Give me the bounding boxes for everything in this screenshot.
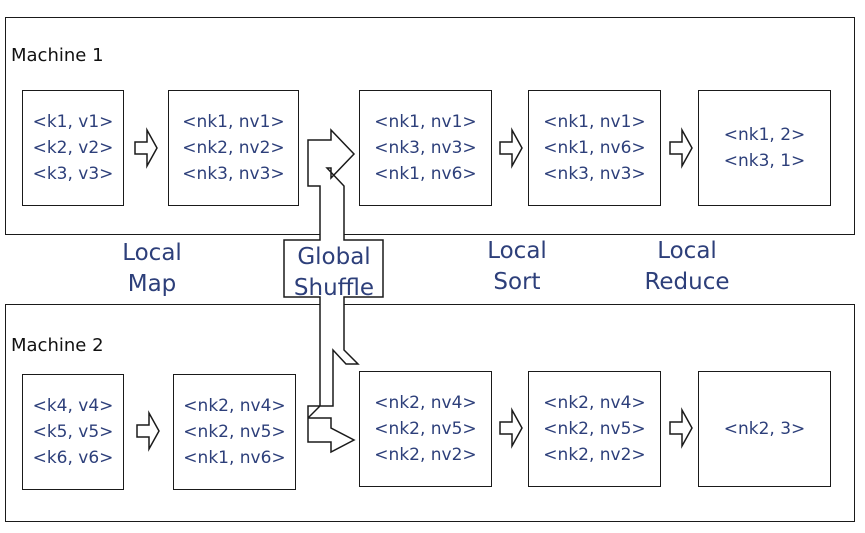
m1-sort-arrow-icon [499, 127, 523, 169]
kv-pair: <nk1, nv1> [374, 112, 477, 132]
kv-pair: <nk1, 2> [723, 125, 806, 145]
m2-sort-arrow-icon [499, 407, 523, 449]
m2-map-output-box: <nk2, nv4> <nk2, nv5> <nk1, nv6> [173, 374, 296, 490]
phase-line: Sort [493, 269, 541, 295]
kv-pair: <nk2, nv4> [543, 393, 646, 413]
m2-reduce-arrow-icon [669, 407, 693, 449]
kv-pair: <nk2, nv4> [374, 393, 477, 413]
kv-pair: <k2, v2> [32, 138, 114, 158]
kv-pair: <k3, v3> [32, 164, 114, 184]
phase-line: Local [657, 238, 717, 264]
kv-pair: <nk1, nv6> [183, 448, 286, 468]
kv-pair: <nk2, nv2> [543, 445, 646, 465]
phase-label-local-reduce: Local Reduce [628, 236, 746, 298]
kv-pair: <nk3, 1> [723, 151, 806, 171]
kv-pair: <nk2, nv5> [183, 422, 286, 442]
m1-reduce-output-box: <nk1, 2> <nk3, 1> [698, 90, 831, 206]
phase-label-local-map: Local Map [100, 238, 204, 300]
m2-sort-output-box: <nk2, nv4> <nk2, nv5> <nk2, nv2> [528, 371, 661, 487]
kv-pair: <nk2, nv2> [374, 445, 477, 465]
m2-shuffle-output-box: <nk2, nv4> <nk2, nv5> <nk2, nv2> [359, 371, 492, 487]
kv-pair: <nk1, nv6> [543, 138, 646, 158]
phase-line: Local [122, 240, 182, 266]
phase-line: Map [127, 271, 177, 297]
kv-pair: <k6, v6> [32, 448, 114, 468]
kv-pair: <nk3, nv3> [543, 164, 646, 184]
phase-line: Reduce [644, 269, 730, 295]
machine-2-label: Machine 2 [11, 335, 104, 356]
kv-pair: <k1, v1> [32, 112, 114, 132]
phase-line: Global [297, 244, 371, 270]
phase-line: Local [487, 238, 547, 264]
kv-pair: <nk1, nv6> [374, 164, 477, 184]
phase-label-global-shuffle: Global Shuffle [285, 242, 383, 304]
global-shuffle-arrow-icon [283, 128, 384, 454]
m1-sort-output-box: <nk1, nv1> <nk1, nv6> <nk3, nv3> [528, 90, 661, 206]
machine-1-label: Machine 1 [11, 45, 104, 66]
phase-label-local-sort: Local Sort [462, 236, 572, 298]
kv-pair: <k5, v5> [32, 422, 114, 442]
m1-map-arrow-icon [134, 127, 158, 169]
m1-map-output-box: <nk1, nv1> <nk2, nv2> <nk3, nv3> [168, 90, 299, 206]
kv-pair: <nk2, nv5> [543, 419, 646, 439]
kv-pair: <nk2, nv2> [182, 138, 285, 158]
kv-pair: <nk2, nv4> [183, 396, 286, 416]
kv-pair: <nk3, nv3> [182, 164, 285, 184]
kv-pair: <nk2, nv5> [374, 419, 477, 439]
m1-input-box: <k1, v1> <k2, v2> <k3, v3> [22, 90, 124, 206]
kv-pair: <nk2, 3> [723, 419, 806, 439]
kv-pair: <nk1, nv1> [543, 112, 646, 132]
m1-reduce-arrow-icon [669, 127, 693, 169]
kv-pair: <nk3, nv3> [374, 138, 477, 158]
m2-map-arrow-icon [136, 410, 160, 452]
kv-pair: <nk1, nv1> [182, 112, 285, 132]
m2-input-box: <k4, v4> <k5, v5> <k6, v6> [22, 374, 124, 490]
m1-shuffle-output-box: <nk1, nv1> <nk3, nv3> <nk1, nv6> [359, 90, 492, 206]
phase-line: Shuffle [293, 275, 375, 301]
kv-pair: <k4, v4> [32, 396, 114, 416]
m2-reduce-output-box: <nk2, 3> [698, 371, 831, 487]
